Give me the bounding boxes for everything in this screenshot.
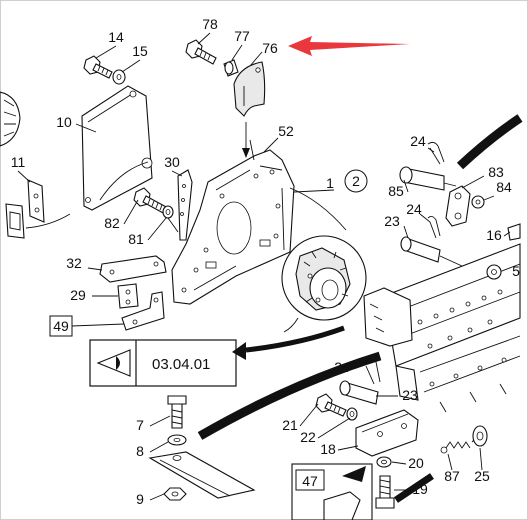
- callout-83: 83: [488, 164, 504, 180]
- part-85-pin: [399, 166, 457, 191]
- part-32-bracket: [99, 255, 167, 283]
- callout-25: 25: [474, 468, 490, 484]
- leader-line-1: [289, 187, 347, 231]
- callout-85: 85: [388, 183, 404, 199]
- callout-16: 16: [486, 227, 502, 243]
- callout-47: 47: [302, 473, 318, 489]
- part-16-pin: [507, 223, 521, 241]
- eye-view-icon: [96, 349, 131, 377]
- callout-21: 21: [282, 417, 298, 433]
- black-guide-lower: [197, 351, 382, 440]
- reference-box-47[interactable]: [291, 463, 373, 520]
- part-24-cotter-pin-c: [363, 358, 381, 385]
- part-20-washer: [376, 456, 392, 468]
- part-87-spring: [440, 435, 479, 454]
- callout-9: 9: [136, 491, 144, 507]
- part-25-washer: [472, 425, 488, 447]
- callout-32: 32: [66, 255, 82, 271]
- callout-1: 1: [326, 175, 334, 191]
- callout-2-circle: [344, 169, 368, 193]
- callout-30: 30: [164, 154, 180, 170]
- part-77-bush: [223, 59, 239, 77]
- frame-bolt-row: [417, 289, 503, 349]
- leader-lines: [17, 32, 511, 501]
- part-24-cotter-pin-b: [427, 215, 441, 239]
- red-arrow-pointer: [288, 36, 410, 56]
- black-guide-bottom: [394, 473, 434, 503]
- callout-23b: 23: [402, 387, 418, 403]
- callout-29: 29: [70, 287, 86, 303]
- part-11-bracket: [5, 179, 71, 239]
- leader-line-10: [99, 161, 149, 201]
- callout-77: 77: [234, 28, 250, 44]
- callout-7: 7: [136, 417, 144, 433]
- callout-23a: 23: [384, 213, 400, 229]
- part-24-cotter-pin-a: [427, 141, 445, 165]
- callout-15: 15: [132, 43, 148, 59]
- part-22-washer: [346, 407, 358, 421]
- part-83-link: [445, 185, 471, 227]
- part-10-plate: [81, 85, 153, 211]
- callout-19: 19: [412, 481, 428, 497]
- callout-84: 84: [496, 179, 512, 195]
- black-guide-top: [456, 114, 523, 170]
- callout-87: 87: [444, 468, 460, 484]
- callout-8: 8: [136, 443, 144, 459]
- part-81-washer: [162, 205, 179, 233]
- part-19-bolt: [375, 475, 395, 509]
- callout-2: 2: [352, 173, 360, 189]
- part-9-nut: [163, 487, 187, 501]
- callout-22: 22: [300, 429, 316, 445]
- part-8-washer: [167, 434, 187, 446]
- part-76-cover: [233, 61, 266, 117]
- left-wheel-fragment: [0, 91, 21, 147]
- callout-24c: 24: [334, 359, 350, 375]
- callout-82: 82: [104, 215, 120, 231]
- part-49-bracket: [121, 291, 165, 331]
- callout-76: 76: [262, 40, 278, 56]
- callout-24b: 24: [406, 201, 422, 217]
- main-frame-assembly: [363, 243, 521, 413]
- part-84-washer: [471, 195, 485, 209]
- assembly-arrow-76-head: [242, 148, 250, 158]
- detail-circle-hub: [281, 235, 367, 333]
- reference-arrow-head: [232, 342, 246, 360]
- callout-24a: 24: [410, 133, 426, 149]
- part-23-pin-b: [339, 380, 379, 405]
- part-78-bolt: [185, 39, 217, 65]
- part-30-strip: [177, 169, 193, 241]
- lower-bar: [148, 451, 256, 499]
- part-29-bracket: [117, 283, 139, 309]
- part-23-pin-a: [400, 236, 463, 267]
- part-21-bolt: [315, 393, 347, 417]
- reference-arrow-shaft: [245, 325, 345, 353]
- part-5-washer: [486, 264, 502, 280]
- callout-labels: 14 15 78 77 76 10 11 30 52 82 81 1 2 24 …: [11, 16, 520, 507]
- part-7-bolt: [167, 395, 187, 429]
- callout-11: 11: [11, 154, 26, 170]
- part-14-bolt: [83, 55, 113, 79]
- callout-52: 52: [278, 123, 294, 139]
- reference-box[interactable]: 03.04.01: [89, 339, 237, 387]
- part-18-bracket: [355, 409, 419, 457]
- part-82-bolt: [133, 187, 169, 215]
- part-15-washer: [112, 69, 126, 85]
- callout-10: 10: [56, 114, 72, 130]
- callout-20: 20: [408, 455, 424, 471]
- part-52-side-plate: [171, 139, 295, 305]
- reference-box-label: 03.04.01: [152, 356, 210, 373]
- callout-18: 18: [320, 441, 336, 457]
- callout-5: 5: [512, 263, 520, 279]
- callout-14: 14: [108, 29, 124, 45]
- callout-78: 78: [202, 16, 218, 32]
- callout-81: 81: [128, 231, 144, 247]
- callout-49: 49: [53, 318, 69, 334]
